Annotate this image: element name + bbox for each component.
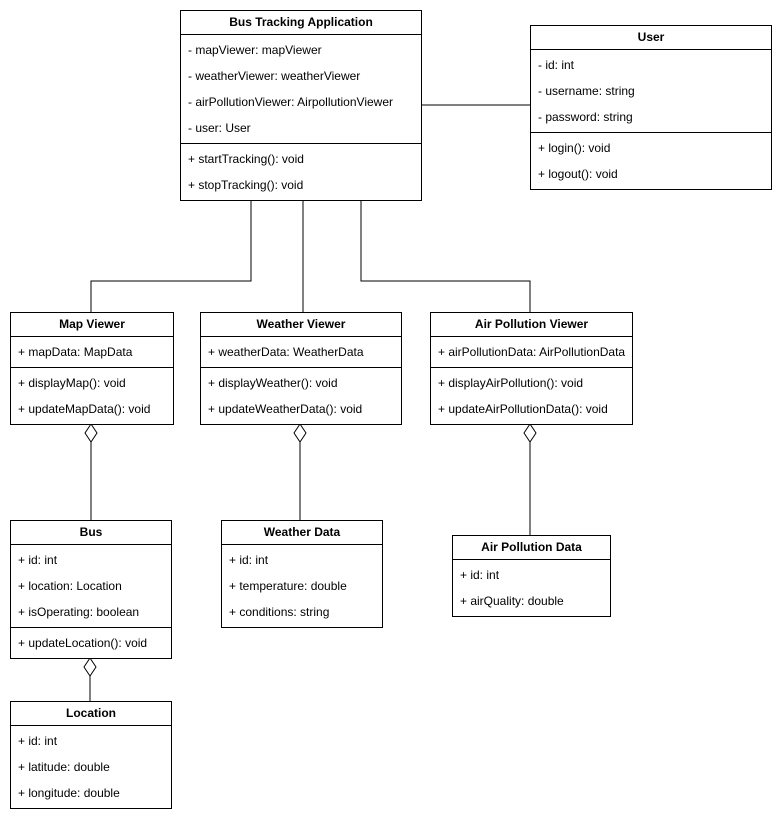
class-member: + mapData: MapData — [18, 345, 133, 359]
attributes-section-air-pollution-viewer: + airPollutionData: AirPollutionData — [431, 337, 632, 367]
methods-section-weather-viewer: + displayWeather(): void + updateWeatherD… — [201, 367, 401, 424]
attributes-section-weather-viewer: + weatherData: WeatherData — [201, 337, 401, 367]
methods-section-bus-tracking-application: + startTracking(): void + stopTracking():… — [181, 143, 421, 200]
class-member: + id: int — [18, 553, 58, 567]
attributes-section-bus-tracking-application: - mapViewer: mapViewer - weatherViewer: w… — [181, 35, 421, 143]
class-box-bus: Bus + id: int + location: Location + isOpe… — [10, 520, 172, 659]
attributes-section-map-viewer: + mapData: MapData — [11, 337, 173, 367]
class-box-user: User - id: int - username: string - passwo… — [530, 25, 772, 190]
aggregation-diamond-air-pollution-viewer — [523, 423, 537, 443]
aggregation-diamond-map-viewer — [84, 423, 98, 443]
class-member: + logout(): void — [538, 167, 618, 181]
class-member: + latitude: double — [18, 760, 110, 774]
class-member: + id: int — [229, 553, 269, 567]
class-box-air-pollution-data: Air Pollution Data + id: int + airQuality… — [452, 535, 611, 617]
class-box-map-viewer: Map Viewer + mapData: MapData + displayM… — [10, 312, 174, 425]
class-title-user: User — [531, 26, 771, 50]
class-member: - password: string — [538, 110, 633, 124]
class-title-air-pollution-data: Air Pollution Data — [453, 536, 610, 560]
edge-bta-air-pollution-viewer — [360, 195, 531, 320]
class-member: + updateWeatherData(): void — [208, 402, 363, 416]
class-box-bus-tracking-application: Bus Tracking Application - mapViewer: ma… — [180, 10, 422, 201]
class-member: - airPollutionViewer: AirpollutionViewer — [188, 95, 393, 109]
class-title-bus-tracking-application: Bus Tracking Application — [181, 11, 421, 35]
class-member: + airQuality: double — [460, 594, 564, 608]
class-member: - user: User — [188, 121, 251, 135]
class-member: + weatherData: WeatherData — [208, 345, 364, 359]
edge-bta-map-viewer — [90, 195, 252, 320]
class-member: - username: string — [538, 84, 635, 98]
class-box-air-pollution-viewer: Air Pollution Viewer + airPollutionData:… — [430, 312, 633, 425]
class-title-weather-data: Weather Data — [222, 521, 382, 545]
methods-section-user: + login(): void + logout(): void — [531, 132, 771, 189]
attributes-section-air-pollution-data: + id: int + airQuality: double — [453, 560, 610, 616]
class-member: + updateAirPollutionData(): void — [438, 402, 608, 416]
class-member: + conditions: string — [229, 605, 330, 619]
class-title-location: Location — [11, 702, 171, 726]
class-title-bus: Bus — [11, 521, 171, 545]
class-member: - mapViewer: mapViewer — [188, 43, 322, 57]
class-member: + id: int — [460, 568, 500, 582]
class-member: + longitude: double — [18, 786, 120, 800]
aggregation-diamond-bus — [83, 657, 97, 677]
attributes-section-bus: + id: int + location: Location + isOperati… — [11, 545, 171, 627]
class-member: + startTracking(): void — [188, 152, 304, 166]
class-box-weather-viewer: Weather Viewer + weatherData: WeatherDat… — [200, 312, 402, 425]
class-member: + updateMapData(): void — [18, 402, 151, 416]
class-member: + updateLocation(): void — [18, 636, 148, 650]
attributes-section-location: + id: int + latitude: double + longitude: … — [11, 726, 171, 808]
class-member: + displayWeather(): void — [208, 376, 338, 390]
class-member: + login(): void — [538, 141, 611, 155]
class-member: + airPollutionData: AirPollutionData — [438, 345, 626, 359]
class-member: + displayAirPollution(): void — [438, 376, 584, 390]
class-member: + location: Location — [18, 579, 122, 593]
class-member: - weatherViewer: weatherViewer — [188, 69, 361, 83]
class-title-air-pollution-viewer: Air Pollution Viewer — [431, 313, 632, 337]
attributes-section-user: - id: int - username: string - password: s… — [531, 50, 771, 132]
aggregation-diamond-weather-viewer — [293, 423, 307, 443]
class-member: + temperature: double — [229, 579, 347, 593]
class-member: + id: int — [18, 734, 58, 748]
class-title-map-viewer: Map Viewer — [11, 313, 173, 337]
class-box-location: Location + id: int + latitude: double + lo… — [10, 701, 172, 809]
class-title-weather-viewer: Weather Viewer — [201, 313, 401, 337]
class-box-weather-data: Weather Data + id: int + temperature: dou… — [221, 520, 383, 628]
class-member: + stopTracking(): void — [188, 178, 304, 192]
class-member: + displayMap(): void — [18, 376, 126, 390]
methods-section-bus: + updateLocation(): void — [11, 627, 171, 658]
methods-section-map-viewer: + displayMap(): void + updateMapData(): v… — [11, 367, 173, 424]
class-member: + isOperating: boolean — [18, 605, 140, 619]
class-member: - id: int — [538, 58, 575, 72]
attributes-section-weather-data: + id: int + temperature: double + conditio… — [222, 545, 382, 627]
methods-section-air-pollution-viewer: + displayAirPollution(): void + updateAir… — [431, 367, 632, 424]
